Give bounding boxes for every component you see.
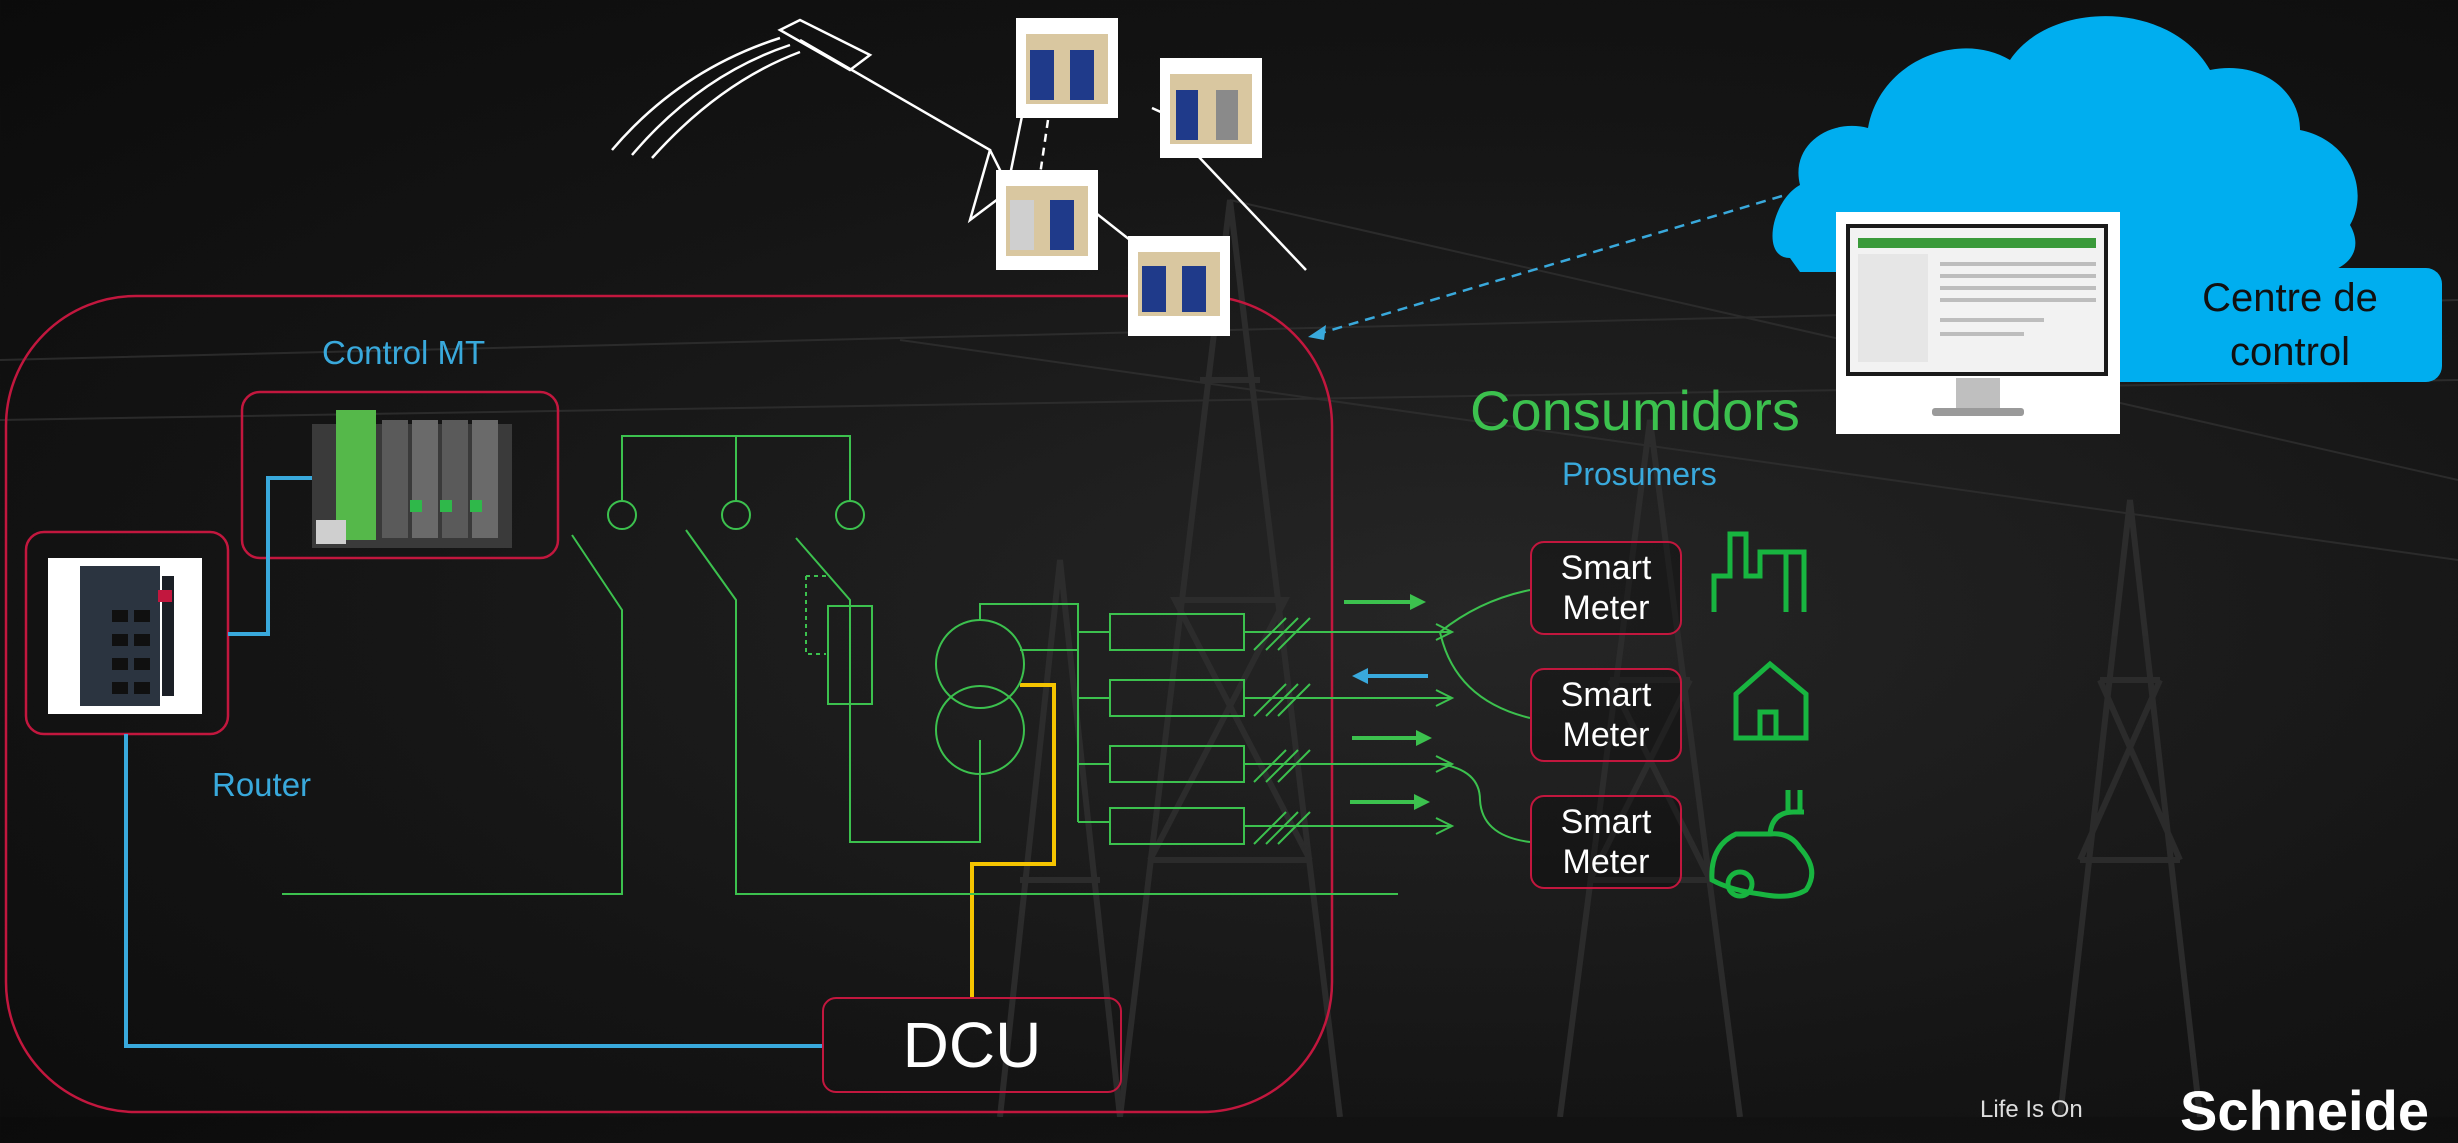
smart-meter-3: Smart Meter <box>1530 795 1682 889</box>
dcu-label: DCU <box>902 1009 1042 1081</box>
energy-flow-arrows <box>1344 594 1432 810</box>
prosumers-label: Prosumers <box>1562 456 1717 492</box>
house-icon <box>1733 660 1809 741</box>
power-line-sketch <box>611 18 1307 271</box>
control-unit-icon <box>312 410 512 548</box>
pylon-silhouettes <box>0 199 2458 1117</box>
smart-meter-line2: Meter <box>1562 716 1650 754</box>
control-mt-frame <box>240 390 560 560</box>
router-data-links <box>124 476 822 1048</box>
control-centre-line1: Centre de <box>2202 276 2378 320</box>
smart-meter-line2: Meter <box>1562 843 1650 881</box>
brand-logo-text: Schneide <box>2180 1079 2429 1142</box>
single-line-circuit <box>282 435 1531 895</box>
cloud-data-link <box>1317 194 1783 336</box>
smart-meter-line2: Meter <box>1562 589 1650 627</box>
router-label: Router <box>212 766 312 803</box>
monitor-screen <box>1846 224 2108 376</box>
router-icon <box>48 558 202 714</box>
ev-charging-icon <box>1709 790 1815 899</box>
consumidors-label: Consumidors <box>1470 379 1800 442</box>
control-mt-label: Control MT <box>322 334 486 371</box>
smart-meter-2: Smart Meter <box>1530 668 1682 762</box>
substation-frame <box>4 294 1334 1114</box>
smart-meter-line1: Smart <box>1560 676 1652 714</box>
smart-meter-line1: Smart <box>1560 803 1652 841</box>
transformer-icon <box>935 619 1025 709</box>
dcu-box: DCU <box>822 997 1122 1093</box>
control-centre-line2: control <box>2229 330 2351 374</box>
control-centre-box: Centre de control <box>2098 268 2442 382</box>
smart-meter-line1: Smart <box>1560 549 1652 587</box>
diagram-canvas <box>0 16 2458 1117</box>
dcu-transformer-link <box>970 683 1056 997</box>
brand-tagline: Life Is On <box>1980 1096 2083 1123</box>
substation-thumbnails <box>996 18 1262 336</box>
cloud-link-arrowhead <box>1308 325 1326 340</box>
smart-meter-1: Smart Meter <box>1530 541 1682 635</box>
cloud-icon <box>1772 16 2358 274</box>
monitor-icon <box>1836 212 2120 434</box>
factory-icon <box>1711 531 1807 612</box>
